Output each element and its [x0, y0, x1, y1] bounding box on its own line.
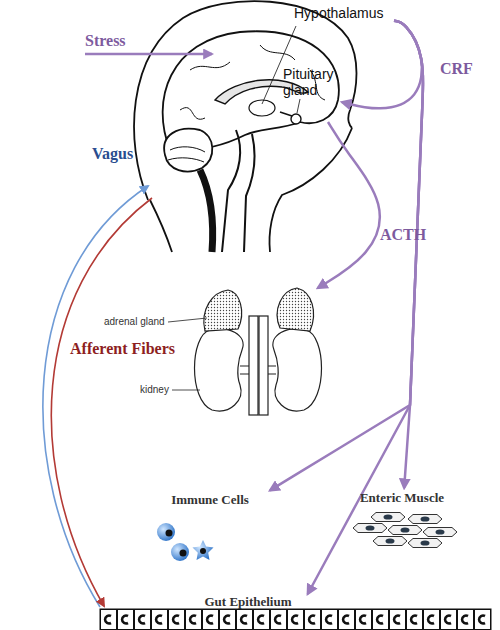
muscle-cell [408, 515, 442, 524]
gyrus-line [190, 62, 230, 70]
dendritic-cell [193, 540, 214, 560]
hypothalamus-region [249, 100, 275, 116]
immune-cell [171, 543, 189, 561]
cell-nucleus [200, 548, 206, 554]
kidney-shape [195, 329, 244, 411]
muscle-cell [371, 513, 405, 522]
structure-label-box: Hypothalamus [294, 5, 394, 25]
muscle-cell [388, 526, 422, 535]
node-text: Pituitary gland [283, 66, 341, 98]
neck-front [270, 128, 353, 252]
immune-cell [157, 523, 175, 541]
spinal-column [200, 170, 213, 252]
hormone-pathway [318, 122, 380, 288]
kidney-illustration [168, 288, 322, 415]
gyrus-line [260, 45, 295, 60]
cerebellum [164, 129, 212, 172]
muscle-cell [353, 524, 387, 533]
muscle-cell [408, 539, 442, 548]
hormone-label: ACTH [380, 226, 440, 244]
node-text: Enteric Muscle [352, 490, 452, 506]
stimulus-label: Stress [85, 32, 145, 50]
renal-vessel [240, 366, 276, 374]
muscle-cell [373, 537, 407, 546]
leader-line [168, 318, 207, 322]
node-text: Hypothalamus [294, 5, 394, 21]
leader-line [297, 99, 300, 113]
cerebellum-fold [168, 158, 204, 162]
node-text: Immune Cells [150, 492, 270, 508]
nerve-label: Vagus [92, 145, 152, 163]
stress-arrow [85, 53, 212, 56]
cell-nucleus [166, 530, 173, 537]
hormone-pathway [394, 21, 423, 488]
hormone-pathway [308, 21, 423, 594]
adrenal-shape [277, 288, 313, 331]
brainstem [244, 134, 254, 252]
brainstem [222, 130, 240, 252]
target-group: Gut Epithelium [98, 594, 498, 630]
gyrus-line [180, 108, 205, 120]
hormone-pathway [342, 21, 422, 109]
epithelium-row [100, 609, 491, 630]
cerebellum-fold [170, 147, 205, 152]
afferent-fiber [51, 198, 152, 606]
kidney-shape [273, 329, 322, 411]
pituitary-gland-shape [291, 114, 301, 124]
vena-cava [259, 316, 268, 415]
node-text: Gut Epithelium [198, 594, 298, 610]
cell-nucleus [180, 550, 187, 557]
pituitary-stalk [280, 112, 292, 116]
node-text: adrenal gland [104, 316, 172, 327]
immune-cell-icons [157, 523, 214, 561]
leader-line [172, 390, 200, 391]
hormone-label: CRF [440, 60, 490, 78]
muscle-cell-icons [353, 513, 457, 548]
node-text: kidney [140, 384, 174, 395]
vagus-fiber [43, 186, 148, 607]
neck-back [150, 200, 172, 252]
adrenal-shape [204, 290, 242, 331]
structure-label-box: Pituitary gland [280, 66, 342, 122]
aorta [249, 316, 258, 415]
connector-group [270, 21, 423, 594]
head-illustration [134, 1, 356, 252]
target-group: Enteric Muscle [352, 488, 452, 550]
target-group: Immune Cells [150, 490, 270, 564]
muscle-cell [423, 528, 457, 537]
hormone-pathway [270, 21, 423, 491]
nerve-label: Afferent Fibers [70, 340, 190, 358]
